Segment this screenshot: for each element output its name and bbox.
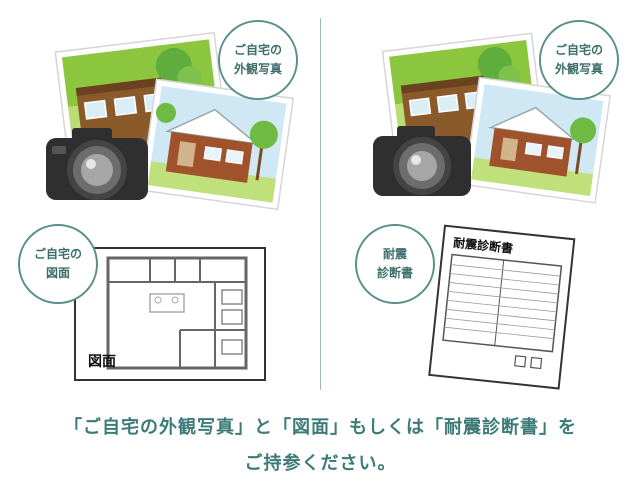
photos-illustration-left: 図面 xyxy=(46,31,295,381)
camera-icon xyxy=(373,126,471,196)
badge-line: 図面 xyxy=(45,266,70,280)
badge-line: 外観写真 xyxy=(554,62,603,76)
camera-icon xyxy=(46,128,148,200)
caption-line-1: 「ご自宅の外観写真」と「図面」もしくは「耐震診断書」を xyxy=(64,417,577,438)
caption-line-2: ご持参ください。 xyxy=(244,453,397,474)
plan-label: 図面 xyxy=(88,354,116,370)
badge-line: 診断書 xyxy=(376,266,413,280)
left-panel: 図面 ご自宅の 外観写真 ご自宅の 図面 xyxy=(0,0,320,400)
photo-badge: ご自宅の 外観写真 xyxy=(218,20,298,100)
plan-badge: ご自宅の 図面 xyxy=(18,224,98,304)
photos-illustration-right: 耐震診断書 xyxy=(373,32,611,390)
panel-divider xyxy=(320,18,321,390)
house-photo-icon xyxy=(140,78,295,211)
house-photo-icon xyxy=(463,76,611,204)
badge-line: 外観写真 xyxy=(233,62,282,76)
badge-line: ご自宅の xyxy=(233,43,282,57)
right-panel: 耐震診断書 ご自宅の 外観写真 耐震 診断書 xyxy=(321,0,641,400)
floor-plan-icon: 図面 xyxy=(74,247,266,381)
certificate-title: 耐震診断書 xyxy=(453,235,514,256)
photo-badge: ご自宅の 外観写真 xyxy=(539,20,619,100)
badge-line: 耐震 xyxy=(382,247,407,261)
badge-line: ご自宅の xyxy=(554,43,603,57)
badge-line: ご自宅の xyxy=(33,247,82,261)
certificate-icon: 耐震診断書 xyxy=(428,224,576,390)
certificate-badge: 耐震 診断書 xyxy=(355,224,435,304)
